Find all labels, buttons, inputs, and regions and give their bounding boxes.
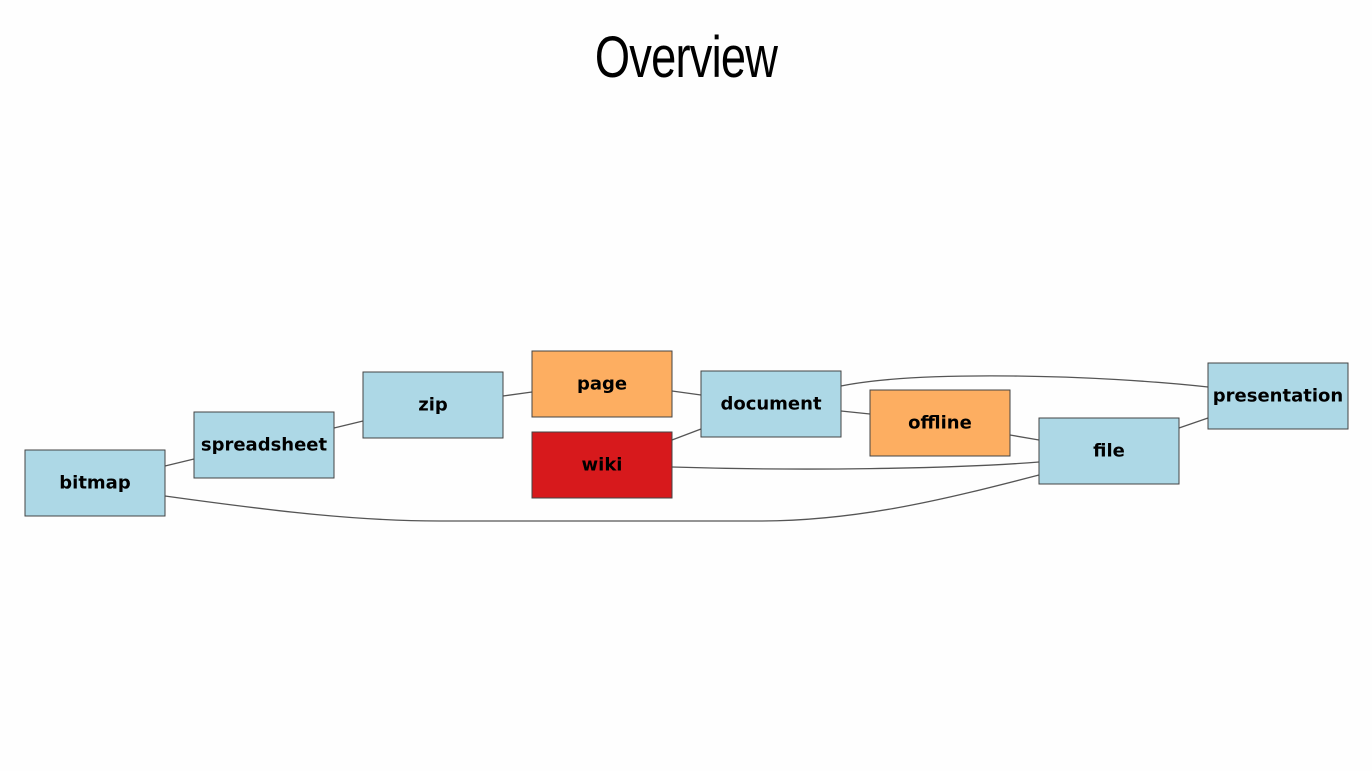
node-offline[interactable]: offline <box>869 389 1011 457</box>
node-label-page: page <box>577 374 627 395</box>
edge-file-presentation <box>1178 417 1209 429</box>
edge-offline-file <box>1009 434 1040 441</box>
node-wiki[interactable]: wiki <box>531 431 673 499</box>
node-label-file: file <box>1093 441 1125 462</box>
node-label-zip: zip <box>418 395 448 416</box>
page-title: Overview <box>594 25 778 90</box>
node-box-wiki[interactable] <box>531 431 673 499</box>
node-label-document: document <box>720 394 822 415</box>
node-label-spreadsheet: spreadsheet <box>201 435 328 456</box>
edge-zip-page <box>502 391 533 397</box>
edge-wiki-file <box>671 461 1040 470</box>
edge-wiki-document <box>671 428 702 441</box>
node-label-presentation: presentation <box>1213 386 1343 407</box>
node-box-presentation[interactable] <box>1207 362 1349 430</box>
node-spreadsheet[interactable]: spreadsheet <box>193 411 335 479</box>
node-zip[interactable]: zip <box>362 371 504 439</box>
nodes-layer: bitmap spreadsheet zip page wiki document offl… <box>24 350 1349 517</box>
edges-layer <box>164 375 1209 522</box>
edge-bitmap-spreadsheet <box>164 458 195 467</box>
node-label-wiki: wiki <box>582 455 623 476</box>
node-label-bitmap: bitmap <box>59 473 131 494</box>
node-page[interactable]: page <box>531 350 673 418</box>
node-file[interactable]: file <box>1038 417 1180 485</box>
node-box-bitmap[interactable] <box>24 449 166 517</box>
edge-page-document <box>671 390 702 396</box>
node-box-file[interactable] <box>1038 417 1180 485</box>
edge-bitmap-file <box>164 474 1040 522</box>
node-box-page[interactable] <box>531 350 673 418</box>
node-box-document[interactable] <box>700 370 842 438</box>
node-box-zip[interactable] <box>362 371 504 439</box>
node-bitmap[interactable]: bitmap <box>24 449 166 517</box>
node-document[interactable]: document <box>700 370 842 438</box>
node-presentation[interactable]: presentation <box>1207 362 1349 430</box>
edge-spreadsheet-zip <box>333 420 364 429</box>
edge-document-offline <box>840 410 871 415</box>
edge-document-presentation <box>840 375 1209 388</box>
node-box-offline[interactable] <box>869 389 1011 457</box>
node-box-spreadsheet[interactable] <box>193 411 335 479</box>
node-label-offline: offline <box>908 413 972 434</box>
